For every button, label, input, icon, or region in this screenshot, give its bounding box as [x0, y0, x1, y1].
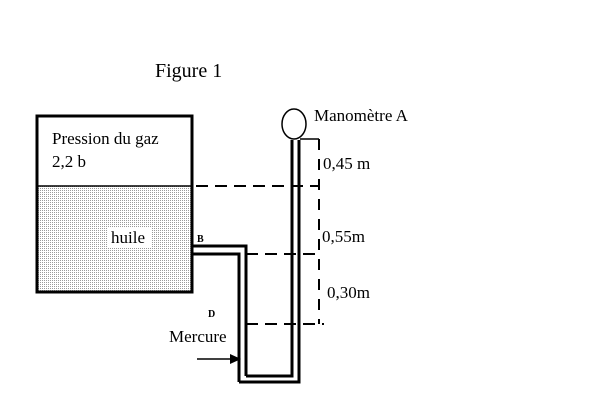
gas-pressure-value: 2,2 b [52, 152, 86, 171]
mercury-arrow-head [230, 354, 241, 364]
height-label-2: 0,55m [322, 227, 365, 246]
pipe-outer-wall [192, 244, 248, 376]
height-label-1: 0,45 m [323, 154, 370, 173]
gas-pressure-label: Pression du gaz [52, 129, 159, 148]
mercury-label: Mercure [169, 327, 227, 346]
oil-label: huile [111, 228, 145, 247]
manometer-label: Manomètre A [314, 106, 409, 125]
figure-title: Figure 1 [155, 60, 222, 82]
point-d-label: D [208, 309, 215, 320]
manometer-gauge-icon [281, 108, 307, 140]
oil-label-bg [108, 228, 152, 248]
point-b-label: B [197, 234, 204, 245]
u-tube-inner-wall [246, 140, 294, 378]
u-tube-outer-wall [239, 140, 301, 384]
height-label-3: 0,30m [327, 283, 370, 302]
pipe-inner-wall [192, 252, 241, 382]
